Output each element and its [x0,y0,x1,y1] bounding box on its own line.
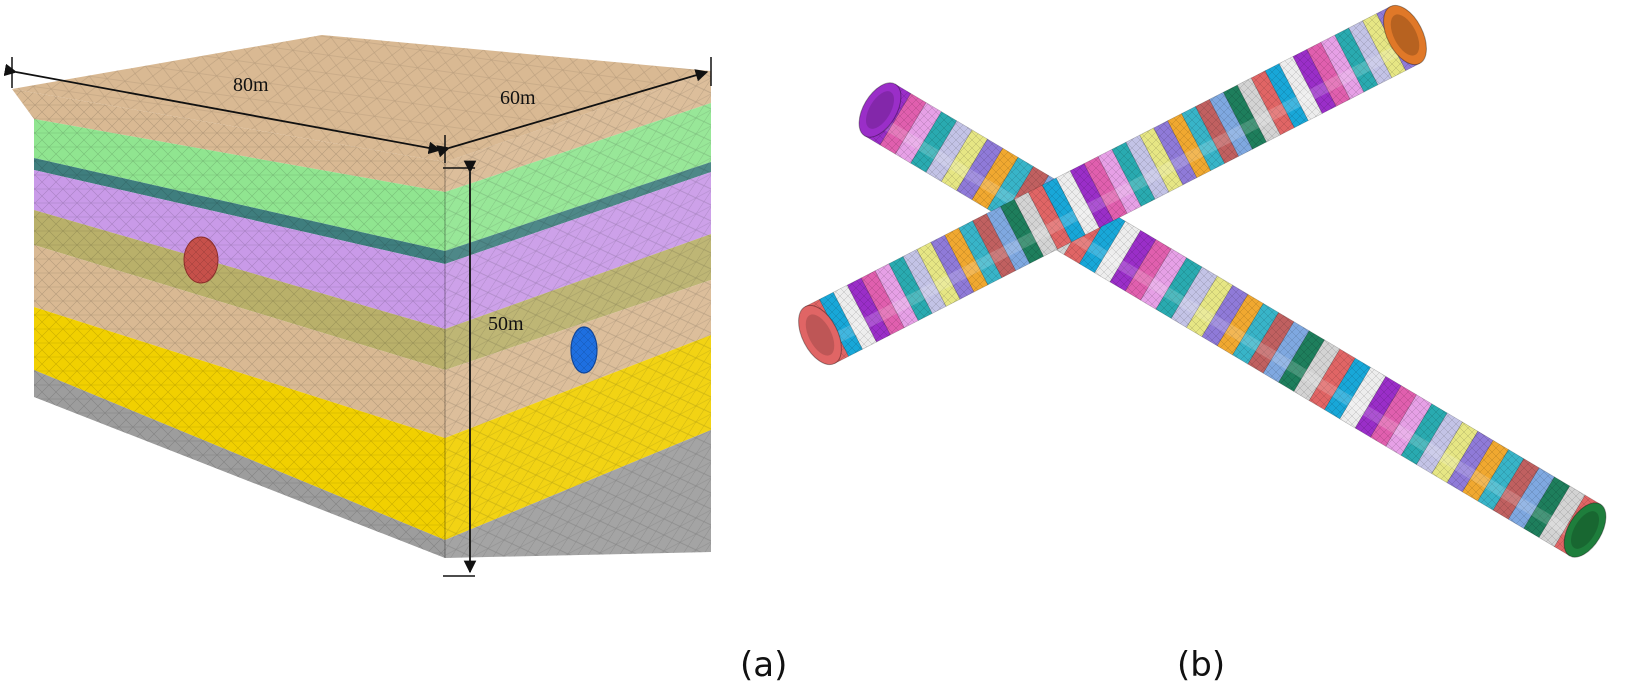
soil-layer-side-mesh [445,430,711,558]
dimension-height: 50m [443,160,524,577]
tunnel-end-cap [1563,502,1607,558]
caption-a: (a) [740,645,788,685]
tunnel-end-cap [858,82,902,138]
dimension-width: 60m [436,57,712,158]
soil-layer-front-mesh [34,307,445,540]
soil-front-face [12,89,445,558]
soil-layer-front-mesh [34,245,445,438]
tunnel-end-cap [1383,4,1427,66]
soil-layer-side-mesh [445,172,711,329]
soil-layer-front-mesh [34,210,445,370]
dimension-length: 80m [3,57,446,163]
caption-b: (b) [1177,645,1226,685]
soil-layer-side-mesh [445,162,711,264]
soil-layer-front-mesh [34,158,445,264]
dimension-width-label: 60m [500,87,536,109]
soil-layer-side-mesh [445,335,711,540]
tunnel-end-cap [798,304,842,366]
soil-layer-side-mesh [445,234,711,370]
tunnels-model [798,4,1607,558]
dimension-length-label: 80m [233,74,269,96]
soil-model: 80m 60m 50m [3,35,712,577]
soil-tunnel-section-blue [570,326,598,374]
tunnel-upper [798,4,1427,366]
dimension-height-label: 50m [488,313,524,335]
soil-layer-front-mesh [34,170,445,329]
soil-tunnel-section-red [183,236,219,284]
soil-layer-front-mesh [34,370,445,558]
